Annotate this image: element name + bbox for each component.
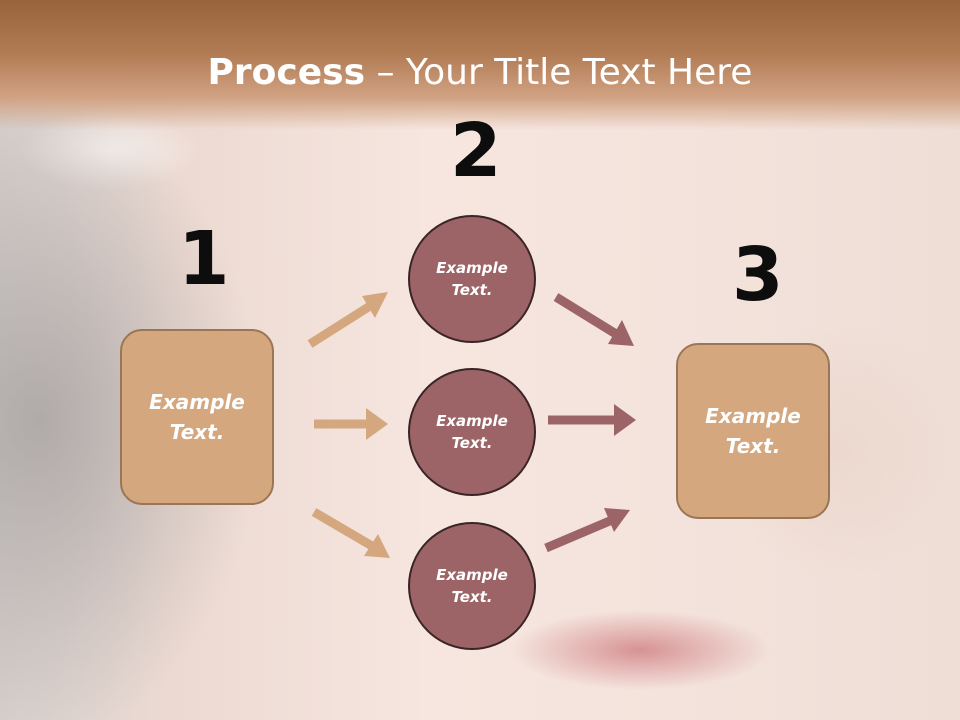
circle-bottom: Example Text. [408, 522, 536, 650]
title-rest: – Your Title Text Here [365, 52, 753, 93]
circle-middle: Example Text. [408, 368, 536, 496]
circle-bottom-line1: Example [436, 566, 508, 584]
left-box-line1: Example [149, 390, 245, 414]
step-1-number: 1 [178, 216, 230, 302]
right-step-box: Example Text. [676, 343, 830, 519]
arrow-left-to-top [307, 292, 388, 348]
arrow-middle-to-right [548, 404, 636, 436]
circle-top-line2: Text. [451, 281, 493, 299]
slide-title: Process – Your Title Text Here [0, 52, 960, 93]
right-box-line2: Text. [725, 434, 781, 458]
right-box-line1: Example [705, 404, 801, 428]
title-bold: Process [207, 52, 366, 93]
arrow-left-to-bottom [311, 508, 390, 558]
step-2-number: 2 [450, 108, 502, 194]
arrow-left-to-middle [314, 408, 388, 440]
circle-middle-line1: Example [436, 412, 508, 430]
step-3-number: 3 [732, 232, 784, 318]
circle-top: Example Text. [408, 215, 536, 343]
circle-bottom-line2: Text. [451, 588, 493, 606]
circle-top-line1: Example [436, 259, 508, 277]
circle-middle-line2: Text. [451, 434, 493, 452]
arrow-top-to-right [553, 293, 634, 346]
title-bar [0, 0, 960, 130]
left-step-box: Example Text. [120, 329, 274, 505]
arrow-bottom-to-right [544, 508, 630, 553]
left-box-line2: Text. [169, 420, 225, 444]
